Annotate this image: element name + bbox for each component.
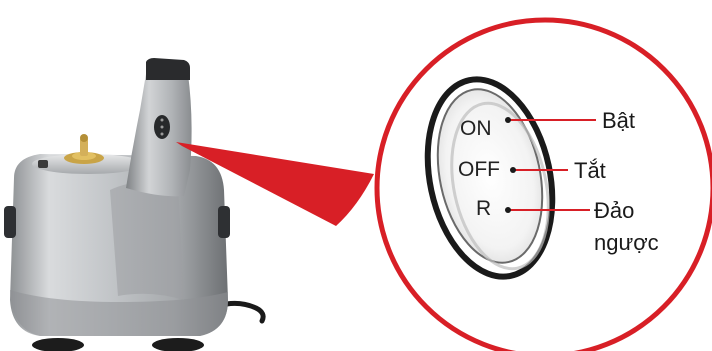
neck-switch-dot-1 — [161, 119, 164, 122]
label-reverse-line2: ngược — [594, 230, 659, 255]
foot-left — [32, 338, 84, 351]
foot-right — [152, 338, 204, 351]
switch-on-text: ON — [460, 117, 492, 140]
handle-right — [218, 206, 230, 238]
pointer-off-dot — [510, 167, 516, 173]
switch-off-text: OFF — [458, 158, 500, 181]
label-off: Tắt — [574, 158, 606, 183]
pointer-on-dot — [505, 117, 511, 123]
spindle-cap — [80, 134, 88, 142]
neck-switch-dot-3 — [161, 133, 164, 136]
label-reverse-line1: Đảo — [594, 198, 634, 223]
neck-switch-dot-2 — [161, 126, 164, 129]
label-on: Bật — [602, 108, 635, 133]
pointer-r-dot — [505, 207, 511, 213]
neck-cap — [146, 58, 190, 80]
juicer-base — [4, 58, 263, 351]
switch-r-text: R — [476, 197, 491, 220]
safety-nub — [38, 160, 48, 168]
body-crease — [110, 182, 184, 300]
handle-left — [4, 206, 16, 238]
